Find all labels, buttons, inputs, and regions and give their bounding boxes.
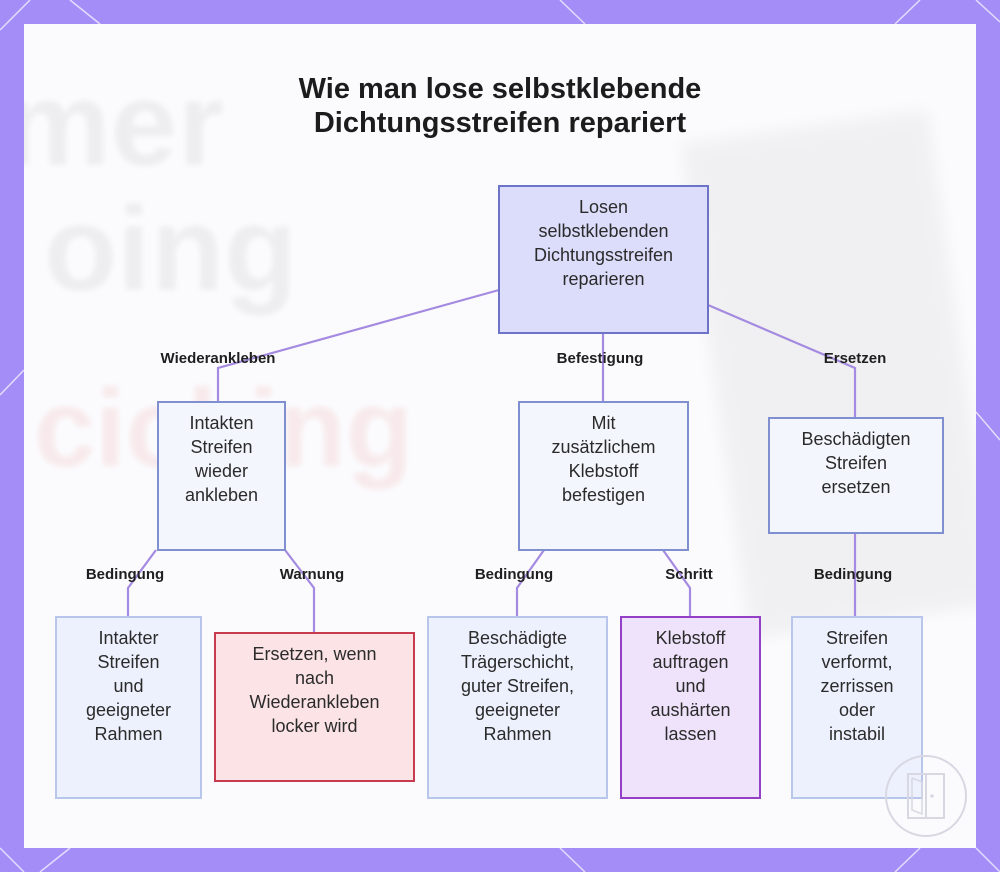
node-text-line: geeigneter — [474, 700, 561, 720]
edge-label-befestigung: Befestigung — [556, 350, 644, 367]
node-text-line: guter Streifen, — [460, 676, 575, 696]
node-bedingung-beschaedigte-traegerschicht: Beschädigte Trägerschicht, guter Streife… — [427, 616, 608, 799]
edge-label-ersetzen: Ersetzen — [823, 350, 887, 367]
node-text-line: Mit — [591, 413, 616, 433]
node-text-line: Dichtungsstreifen — [533, 245, 674, 265]
node-root: Losen selbstklebenden Dichtungsstreifen … — [498, 185, 709, 334]
node-text-line: reparieren — [562, 269, 645, 289]
node-text-line: locker wird — [271, 716, 358, 736]
connector-befestigung-bedingung — [515, 549, 545, 617]
edge-label-bedingung: Bedingung — [85, 566, 165, 583]
node-text-line: selbstklebenden — [538, 221, 669, 241]
node-intakten-streifen-ankleben: Intakten Streifen wieder ankleben — [157, 401, 286, 551]
edge-label-warnung: Warnung — [279, 566, 345, 583]
node-text-line: instabil — [828, 724, 886, 744]
node-text-line: Wiederankleben — [249, 692, 380, 712]
node-text-line: Streifen — [824, 453, 888, 473]
node-text-line: wieder — [194, 461, 248, 481]
node-text-line: lassen — [664, 724, 717, 744]
node-bedingung-streifen-verformt: Streifen verformt, zerrissen oder instab… — [791, 616, 923, 799]
node-text-line: auftragen — [652, 652, 729, 672]
edge-label-bedingung: Bedingung — [813, 566, 893, 583]
node-text-line: Klebstoff — [655, 628, 726, 648]
node-text-line: Beschädigten — [801, 429, 911, 449]
node-text-line: und — [675, 676, 706, 696]
node-text-line: Klebstoff — [568, 461, 639, 481]
title-line: Dichtungsstreifen repariert — [313, 107, 687, 139]
node-text-line: Rahmen — [483, 724, 552, 744]
node-text-line: nach — [294, 668, 335, 688]
node-text-line: Rahmen — [94, 724, 163, 744]
node-text-line: zusätzlichem — [551, 437, 656, 457]
node-text-line: Streifen — [190, 437, 253, 457]
connector-root-wiederankleben — [216, 288, 500, 402]
background-image: mer — [24, 57, 225, 191]
background-image: oing — [44, 182, 298, 316]
node-streifen-ersetzen: Beschädigten Streifen ersetzen — [768, 417, 944, 534]
node-text-line: befestigen — [561, 485, 646, 505]
node-text-line: geeigneter — [85, 700, 172, 720]
node-warnung-ersetzen: Ersetzen, wenn nach Wiederankleben locke… — [214, 632, 415, 782]
connector-wiederankleben-bedingung — [126, 549, 157, 617]
node-schritt-klebstoff-auftragen: Klebstoff auftragen und aushärten lassen — [620, 616, 761, 799]
node-text-line: ankleben — [184, 485, 259, 505]
node-text-line: Streifen — [825, 628, 889, 648]
node-bedingung-intakter-streifen: Intakter Streifen und geeigneter Rahmen — [55, 616, 202, 799]
edge-label-bedingung: Bedingung — [474, 566, 554, 583]
node-text-line: Ersetzen, wenn — [252, 644, 377, 664]
title-line: Wie man lose selbstklebende — [298, 73, 702, 105]
node-text-line: Trägerschicht, — [460, 652, 575, 672]
node-text-line: oder — [838, 700, 876, 720]
connector-root-ersetzen — [707, 303, 857, 418]
node-text-line: aushärten — [650, 700, 731, 720]
connector-befestigung-schritt — [662, 549, 692, 617]
connector-wiederankleben-warnung — [284, 549, 316, 633]
node-text-line: Streifen — [97, 652, 160, 672]
node-klebstoff-befestigen: Mit zusätzlichem Klebstoff befestigen — [518, 401, 689, 551]
node-text-line: Intakter — [98, 628, 159, 648]
diagram-title: Wie man lose selbstklebende Dichtungsstr… — [0, 72, 1000, 140]
door-logo-icon — [885, 755, 967, 837]
node-text-line: verformt, — [821, 652, 893, 672]
node-text-line: zerrissen — [820, 676, 894, 696]
node-text-line: Intakten — [189, 413, 254, 433]
node-text-line: und — [113, 676, 144, 696]
node-text-line: ersetzen — [821, 477, 891, 497]
edge-label-schritt: Schritt — [665, 566, 713, 583]
edge-label-wiederankleben: Wiederankleben — [160, 350, 276, 367]
node-text-line: Losen — [578, 197, 629, 217]
node-text-line: Beschädigte — [467, 628, 568, 648]
